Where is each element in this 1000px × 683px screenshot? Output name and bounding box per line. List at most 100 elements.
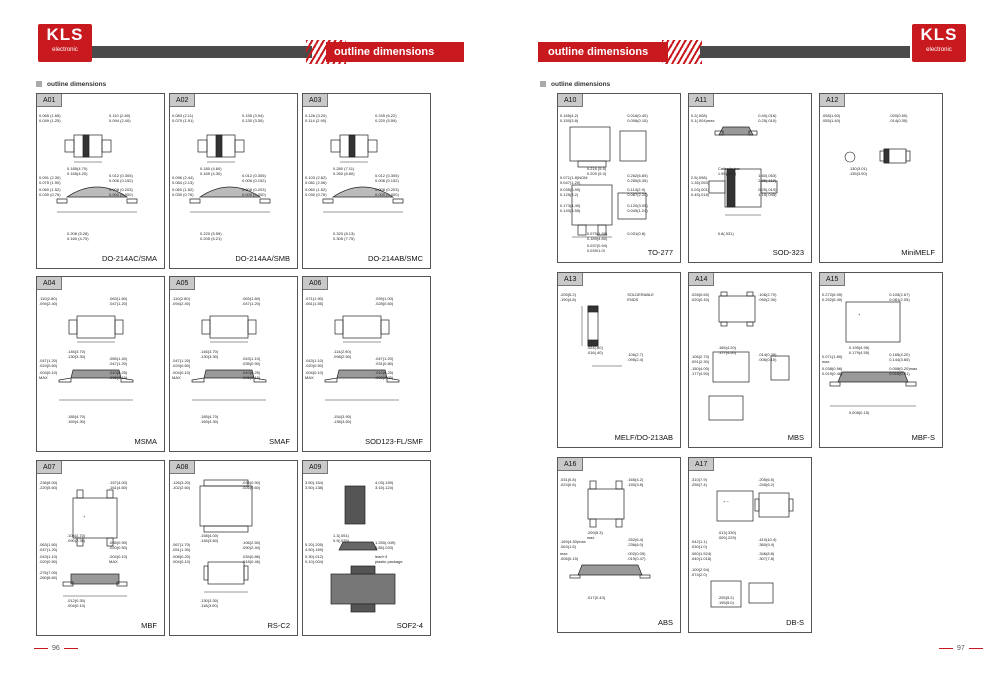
section-title-right: outline dimensions <box>540 81 610 88</box>
dimension-label: .039(1.00) <box>375 296 394 301</box>
outline-shape <box>577 224 587 236</box>
dimension-label: .042(1.1) <box>691 539 708 544</box>
dimension-label: .018(0.46) <box>242 559 261 564</box>
page-number-right: 97 <box>935 645 987 652</box>
outline-shape <box>68 319 78 335</box>
outline-shape <box>324 377 338 383</box>
dimension-label: 2.5(.098) <box>691 175 708 180</box>
outline-shape <box>234 139 245 153</box>
outline-shape <box>615 480 623 490</box>
dimension-label: 0.060 (1.52) <box>39 187 61 192</box>
outline-shape <box>209 315 249 339</box>
package-name: SOD-323 <box>772 248 804 257</box>
outline-shape <box>746 321 754 327</box>
header-hatch-right <box>662 40 702 64</box>
dimension-label: .006(0.15) <box>758 357 777 362</box>
drawing: 3.50(.154)3.50(.138)4.03(.159)3.15(.124)… <box>305 480 403 613</box>
drawing: .205(5.2).190(4.8)SOLDERABLEENDS.024(.60… <box>560 292 654 367</box>
dimension-label: 0.125(3.2) <box>560 192 579 197</box>
dimension-label: .004(0.10) <box>305 370 324 375</box>
dimension-label: .014(0.35) <box>758 352 777 357</box>
dimension-label: 0.105(2.67) <box>889 292 910 297</box>
outline-shape <box>788 498 794 512</box>
dimension-label: 0.169 (4.30) <box>200 171 222 176</box>
dimension-label: 0.110 (2.80) <box>109 113 131 118</box>
dimension-label: .063(1.60) <box>242 296 261 301</box>
dimension-label: .091(2.30) <box>691 359 710 364</box>
outline-shape <box>82 134 90 158</box>
outline-shape <box>587 305 599 313</box>
outline-shape <box>829 381 841 387</box>
outline-shape <box>587 339 599 347</box>
dimension-label: 0.006(0.15) <box>627 118 648 123</box>
dimension-label: 0.087(2.20) <box>627 192 648 197</box>
dimension-label: .047(1.20) <box>109 361 128 366</box>
outline-shape <box>203 479 249 487</box>
dimension-label: .043(1.10) <box>242 356 261 361</box>
outline-shape <box>748 582 774 604</box>
dimension-label: MAX <box>39 375 48 380</box>
outline-shape <box>120 377 134 383</box>
dimension-label: 0.081 (2.06) <box>305 180 327 185</box>
outline-shape <box>106 537 114 547</box>
outline-shape <box>330 573 396 605</box>
dimension-label: .106(2.70) <box>691 354 710 359</box>
dimension-label: 1.250(.049) <box>375 540 396 545</box>
package-name: MSMA <box>134 437 158 446</box>
dimension-label: .010(0.25) <box>375 370 394 375</box>
dimension-label: .051(1.30) <box>172 547 191 552</box>
dimension-label: 0.114 (2.90) <box>305 118 327 123</box>
outline-shape <box>253 377 267 383</box>
dimension-label: 0.035(0.90) <box>560 187 581 192</box>
drawing: .071(1.90).061(1.55).039(1.00).028(0.60)… <box>305 296 400 424</box>
panel-code: A09 <box>303 461 329 474</box>
drawing: .031(0.8).024(0.6).165(4.2).150(3.8).209… <box>560 477 651 600</box>
dimension-label: .016(.40) <box>587 350 604 355</box>
outline-shape <box>76 537 84 547</box>
dimension-label: 0.031(0.8) <box>627 231 646 236</box>
dimension-label: 0.039(1.0) <box>587 248 606 252</box>
dimension-label: 0.071(1.8)NOM <box>560 175 588 180</box>
panel-code: A11 <box>689 94 714 107</box>
outline-shape <box>883 148 890 164</box>
outline-shape <box>577 564 643 576</box>
dimension-label: .310(7.9) <box>691 477 708 482</box>
dimension-label: 0.45(.018) <box>691 192 710 197</box>
dimension-label: .067(1.70) <box>172 542 191 547</box>
dimension-label: .004(0.10) <box>172 370 191 375</box>
outline-shape <box>386 377 400 383</box>
dimension-label: .252(6.4) <box>627 537 644 542</box>
outline-shape <box>197 139 208 153</box>
dimension-label: 0.272(6.90) <box>822 292 843 297</box>
dimension-label: .061(1.55) <box>305 301 324 306</box>
dimension-label: .024(0.60) <box>39 363 58 368</box>
dimension-label: 0.140(3.55) <box>560 208 581 213</box>
dimension-label: 0.144(3.65) <box>889 357 910 362</box>
dimension-label: .126(3.20) <box>172 480 191 485</box>
dimension-label: 0.9(.035) <box>333 538 350 543</box>
panel-a08: A08.126(3.20).102(2.60).035(0.90).026(0.… <box>169 460 298 636</box>
dimension-label: .002(0.05) <box>375 375 394 380</box>
dimension-label: .165(4.2) <box>627 477 644 482</box>
dimension-label: .063(1.60) <box>109 296 128 301</box>
dimension-label: .024(0.6) <box>560 482 577 487</box>
dimension-label: 0.208 (5.28) <box>67 231 89 236</box>
dimension-label: .205(5.2) <box>560 292 577 297</box>
dimension-label: .236(6.0) <box>627 542 644 547</box>
dimension-label: .006(0.15) <box>109 375 128 380</box>
dimension-label: .157(4.00) <box>109 480 128 485</box>
outline-shape <box>844 151 856 163</box>
dimension-label: .019(0.47) <box>627 556 646 561</box>
dimension-label: .195(5.0) <box>718 600 735 605</box>
dimension-label: .098(2.50) <box>333 354 352 359</box>
outline-shape <box>587 488 625 520</box>
dimension-label: 0.008 (0.203) <box>242 187 266 192</box>
dimension-label: .307(7.8) <box>758 556 775 561</box>
dimension-label: 0.008(0.15) <box>849 410 870 415</box>
panel-a12: A12.058(1.60).055(1.40).020(0.50).014(0.… <box>819 93 943 263</box>
plus-glyph: + <box>83 514 86 519</box>
dimension-label: 0.000 (0.000) <box>375 192 399 197</box>
